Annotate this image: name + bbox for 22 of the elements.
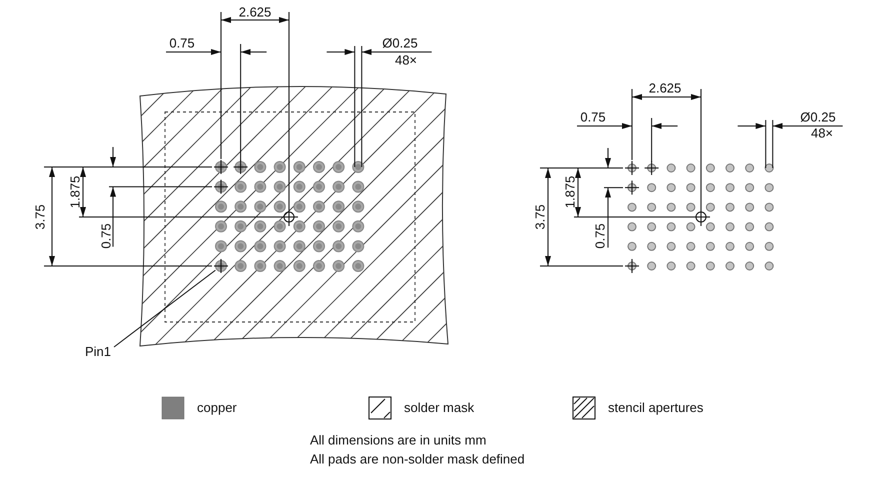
dimension-label: 0.75 [169,36,195,50]
legend-label: solder mask [404,401,474,414]
leader-line [114,270,216,348]
dimension-label: 1.875 [564,176,576,208]
dimension-label: 48× [810,126,834,140]
dimension-label: Ø0.25 [800,110,836,124]
pin-label: Pin1 [85,345,112,358]
dimension-label: 0.75 [594,223,606,249]
pin-pad [214,258,228,274]
legend-label: copper [197,401,237,414]
dimension-label: 3.75 [34,204,46,230]
legend-label: stencil apertures [608,401,704,414]
dimension-label: 2.625 [648,82,682,94]
dimension-label: 48× [394,54,418,66]
note-text: All pads are non-solder mask defined [310,452,525,466]
dimension-label: Ø0.25 [382,36,418,50]
dimension-label: 0.75 [100,223,112,249]
dimension-label: 1.875 [68,176,82,208]
dimension-label: 0.75 [580,110,606,124]
dimension-label: 3.75 [534,204,546,230]
dimension-label: 2.625 [238,6,272,18]
note-text: All dimensions are in units mm [310,434,486,446]
